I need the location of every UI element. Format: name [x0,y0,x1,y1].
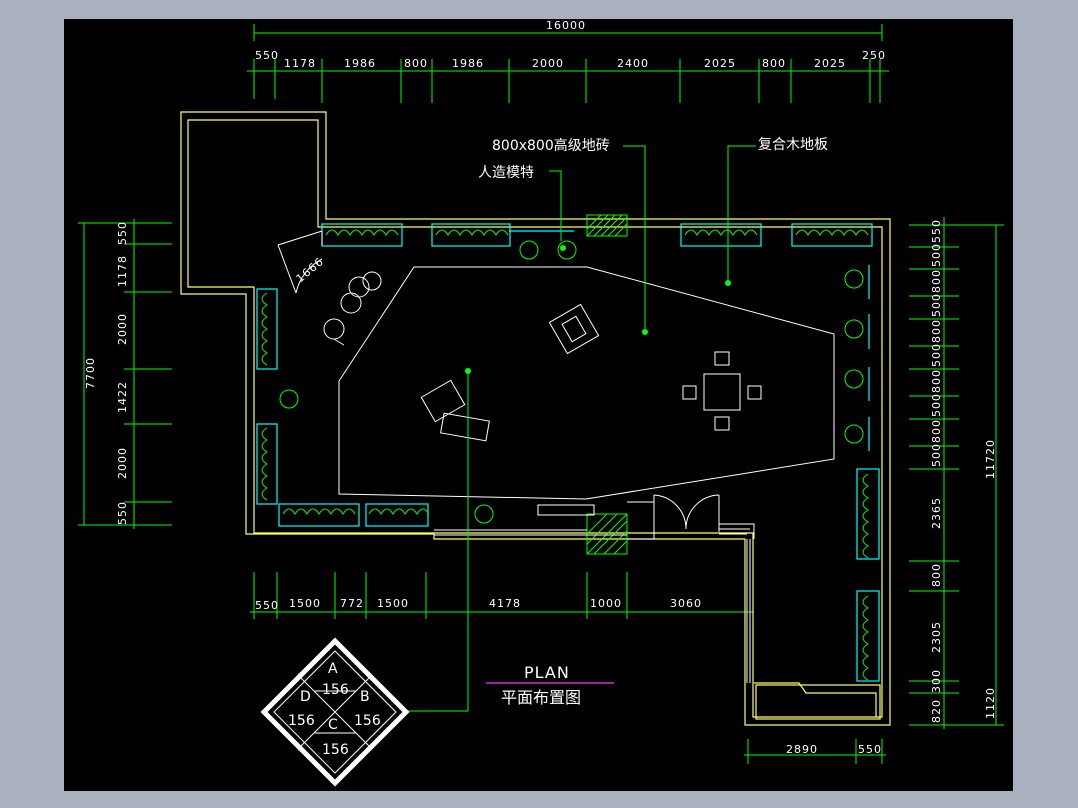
dim-bottom-seg-5: 1000 [590,597,622,610]
dim-right-seg-10: 2365 [930,497,943,529]
dim-top-seg-8: 800 [762,57,786,70]
dim-right-seg-14: 820 [930,699,943,723]
dim-right-seg-9: 500 [930,443,943,467]
dim-top-seg-1: 1178 [284,57,316,70]
dim-left-seg-3: 1422 [116,381,129,413]
dim-lower-1: 550 [858,743,882,756]
dim-right-seg-4: 800 [930,319,943,343]
symbol-b-num: 156 [354,713,381,729]
label-wood-floor: 复合木地板 [758,136,828,153]
dim-top-seg-4: 1986 [452,57,484,70]
bottom-dimension-chain: 550 1500 772 1500 4178 1000 3060 2890 55… [250,572,886,764]
dim-right-seg-1: 500 [930,243,943,267]
left-dimension-chain: 7700 550 1178 2000 1422 2000 550 [78,219,172,529]
furniture [323,271,762,516]
walls [180,111,891,726]
symbol-a-num: 156 [322,682,349,698]
dim-top-seg-0: 550 [255,49,279,62]
floor-plan-svg: 16000 550 1178 1986 800 1986 2000 2400 2… [78,19,1004,787]
wall-shelves [256,223,880,682]
dim-top-seg-3: 800 [404,57,428,70]
label-mannequin: 人造模特 [478,165,534,181]
dim-left-seg-1: 1178 [116,255,129,287]
dim-right-overall: 11720 [984,439,997,479]
mannequins [279,240,864,524]
dim-right-seg-6: 800 [930,369,943,393]
side-door [277,230,323,294]
dim-top-seg-6: 2400 [617,57,649,70]
symbol-b: B [360,689,370,705]
dim-bottom-seg-4: 4178 [489,597,521,610]
dim-top-seg-9: 2025 [814,57,846,70]
top-dimension-chain: 16000 550 1178 1986 800 1986 2000 2400 2… [247,19,889,103]
dim-right-seg-5: 500 [930,343,943,367]
dim-right-seg-12: 2305 [930,621,943,653]
dim-lower-0: 2890 [786,743,818,756]
dim-bottom-seg-6: 3060 [670,597,702,610]
dim-right-small: 1120 [984,687,997,719]
symbol-c: C [328,717,338,733]
dim-left-seg-0: 550 [116,221,129,245]
plan-title: PLAN 平面布置图 [486,663,614,707]
symbol-a: A [328,661,338,677]
dim-right-seg-2: 800 [930,269,943,293]
symbol-d: D [300,689,311,705]
dim-right-seg-11: 800 [930,563,943,587]
dim-left-seg-4: 2000 [116,447,129,479]
dim-top-seg-7: 2025 [704,57,736,70]
dim-right-seg-7: 500 [930,393,943,417]
dim-right-seg-0: 550 [930,219,943,243]
annotations: 800x800高级地砖 人造模特 复合木地板 1666 [294,136,828,712]
dim-top-seg-10: 250 [862,49,886,62]
floor-zone [338,266,835,500]
section-index-symbol: A 156 D 156 B 156 C 156 [260,637,410,787]
hanger-racks [261,229,869,681]
label-tile: 800x800高级地砖 [492,137,610,154]
label-door-dim: 1666 [294,255,327,286]
title-cn: 平面布置图 [501,688,581,707]
right-dimension-chain: 11720 550 500 800 500 800 500 800 500 80… [909,217,1004,729]
symbol-c-num: 156 [322,742,349,758]
dim-left-overall: 7700 [84,357,97,389]
dim-right-seg-8: 800 [930,419,943,443]
dim-bottom-seg-0: 550 [255,599,279,612]
title-en: PLAN [524,663,570,682]
dim-top-seg-5: 2000 [532,57,564,70]
dim-bottom-seg-2: 772 [340,597,364,610]
dim-bottom-seg-1: 1500 [289,597,321,610]
dim-right-seg-13: 300 [930,669,943,693]
dim-left-seg-2: 2000 [116,313,129,345]
dim-left-seg-5: 550 [116,501,129,525]
dim-bottom-seg-3: 1500 [377,597,409,610]
columns [586,214,628,555]
entrance [434,494,755,683]
symbol-d-num: 156 [288,713,315,729]
dim-top-seg-2: 1986 [344,57,376,70]
cad-drawing-canvas: 16000 550 1178 1986 800 1986 2000 2400 2… [64,19,1013,791]
dim-right-seg-3: 500 [930,293,943,317]
dim-top-overall: 16000 [546,19,586,32]
